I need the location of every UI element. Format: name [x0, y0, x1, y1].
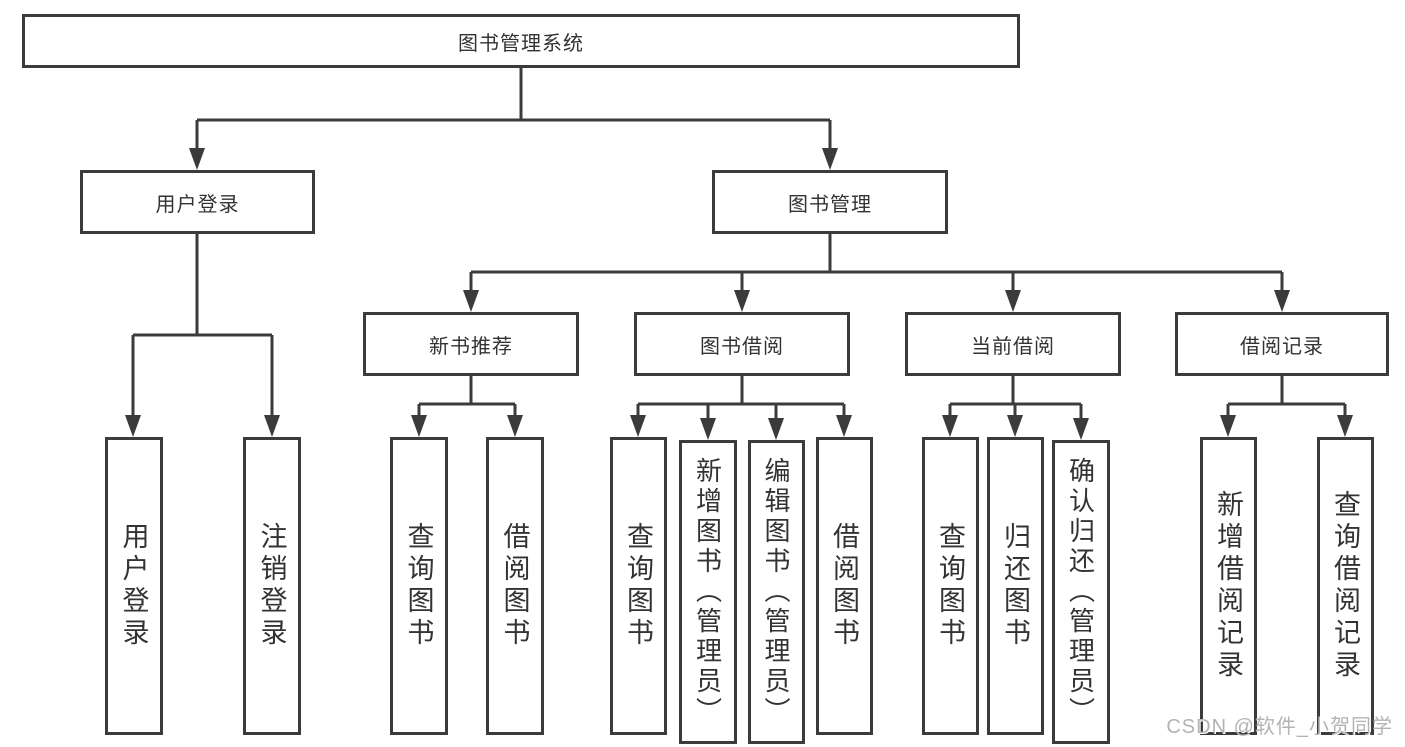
node-label: 图书管理 — [788, 193, 872, 216]
node-borrowing-records: 借阅记录 — [1175, 312, 1389, 376]
leaf-query-borrow-record: 查询借阅记录 — [1317, 437, 1374, 735]
node-label: 当前借阅 — [971, 335, 1055, 358]
leaf-label: 查询借阅记录 — [1330, 490, 1360, 682]
leaf-label: 确认归还（管理员） — [1065, 457, 1096, 727]
leaf-label: 归还图书 — [1000, 522, 1030, 650]
leaf-label: 编辑图书（管理员） — [761, 457, 791, 727]
leaf-return-book: 归还图书 — [987, 437, 1044, 735]
node-book-management: 图书管理 — [712, 170, 948, 234]
leaf-query-books-current: 查询图书 — [922, 437, 979, 735]
leaf-borrow-books-recommend: 借阅图书 — [486, 437, 544, 735]
leaf-label: 查询图书 — [403, 522, 434, 650]
node-label: 用户登录 — [155, 193, 240, 216]
node-current-borrowing: 当前借阅 — [905, 312, 1121, 376]
leaf-add-book-admin: 新增图书（管理员） — [679, 440, 737, 744]
leaf-add-borrow-record: 新增借阅记录 — [1200, 437, 1257, 735]
node-label: 新书推荐 — [429, 335, 513, 358]
leaf-label: 查询图书 — [623, 522, 653, 650]
node-library-management-system: 图书管理系统 — [22, 14, 1020, 68]
arrowheads — [125, 148, 1353, 440]
csdn-watermark: CSDN @软件_小贺同学 — [1166, 716, 1393, 738]
leaf-confirm-return-admin: 确认归还（管理员） — [1052, 440, 1110, 744]
leaf-label: 用户登录 — [118, 522, 149, 650]
connector-paths — [131, 68, 1347, 422]
node-label: 借阅记录 — [1240, 335, 1324, 358]
leaf-label: 借阅图书 — [499, 522, 530, 650]
leaf-label: 查询图书 — [935, 522, 965, 650]
leaf-label: 借阅图书 — [829, 522, 859, 650]
leaf-user-login: 用户登录 — [105, 437, 163, 735]
node-label: 图书借阅 — [700, 335, 784, 358]
leaf-query-books-borrowing: 查询图书 — [610, 437, 667, 735]
leaf-edit-book-admin: 编辑图书（管理员） — [748, 440, 805, 744]
leaf-logout: 注销登录 — [243, 437, 301, 735]
leaf-label: 注销登录 — [256, 522, 287, 650]
leaf-label: 新增图书（管理员） — [692, 457, 723, 727]
node-user-login: 用户登录 — [80, 170, 315, 234]
node-book-borrowing: 图书借阅 — [634, 312, 850, 376]
leaf-query-books-recommend: 查询图书 — [390, 437, 448, 735]
leaf-label: 新增借阅记录 — [1213, 490, 1243, 682]
leaf-borrow-books-borrowing: 借阅图书 — [816, 437, 873, 735]
node-label: 图书管理系统 — [458, 32, 584, 55]
node-new-book-recommendation: 新书推荐 — [363, 312, 579, 376]
